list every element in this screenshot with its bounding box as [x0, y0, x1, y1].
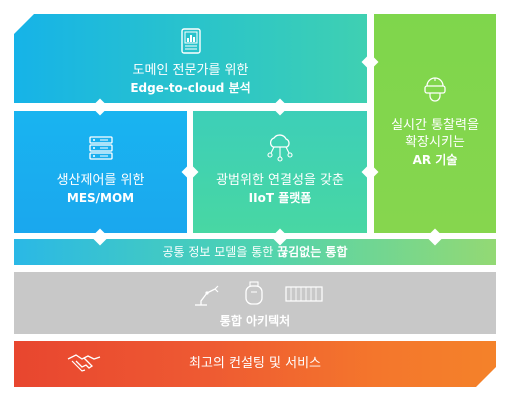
consulting-services-block: 최고의 컨설팅 및 서비스	[14, 341, 496, 387]
ar-headset-icon	[424, 77, 446, 102]
ar-block-line1: 실시간 통찰력을	[391, 118, 479, 133]
consulting-services-label: 최고의 컨설팅 및 서비스	[189, 356, 321, 371]
seamless-integration-regular: 공통 정보 모델을 통한	[162, 245, 278, 259]
handshake-icon	[66, 349, 102, 377]
iiot-block-line1: 광범위한 연결성을 갖춘	[216, 173, 344, 188]
analytics-report-icon	[181, 28, 201, 54]
edge-to-cloud-block: 도메인 전문가를 위한 Edge-to-cloud 분석	[14, 14, 367, 103]
seamless-integration-bold: 끊김없는 통합	[277, 245, 348, 259]
cloud-network-icon	[267, 134, 293, 162]
edge-block-line2: Edge-to-cloud 분석	[130, 81, 251, 95]
edge-block-line1: 도메인 전문가를 위한	[132, 63, 249, 78]
integrated-architecture-label: 통합 아키텍처	[219, 314, 291, 328]
plc-module-icon	[285, 286, 323, 302]
mes-block-line1: 생산제어를 위한	[56, 173, 145, 188]
seamless-integration-bar: 공통 정보 모델을 통한 끊김없는 통합	[14, 239, 496, 265]
robot-arm-icon	[195, 285, 219, 306]
integrated-architecture-block: 통합 아키텍처	[14, 272, 496, 334]
ar-block-line3: AR 기술	[412, 153, 458, 167]
ar-block-line2: 확장시키는	[405, 135, 465, 150]
iiot-platform-block: 광범위한 연결성을 갖춘 IIoT 플랫폼	[193, 111, 367, 233]
controller-icon	[245, 281, 263, 305]
mes-mom-block: 생산제어를 위한 MES/MOM	[14, 111, 187, 233]
ar-technology-block: 실시간 통찰력을 확장시키는 AR 기술	[374, 14, 496, 233]
iiot-block-line2: IIoT 플랫폼	[248, 191, 312, 205]
server-rack-icon	[89, 136, 113, 160]
seamless-integration-label: 공통 정보 모델을 통한 끊김없는 통합	[14, 244, 496, 260]
mes-block-line2: MES/MOM	[66, 191, 135, 205]
